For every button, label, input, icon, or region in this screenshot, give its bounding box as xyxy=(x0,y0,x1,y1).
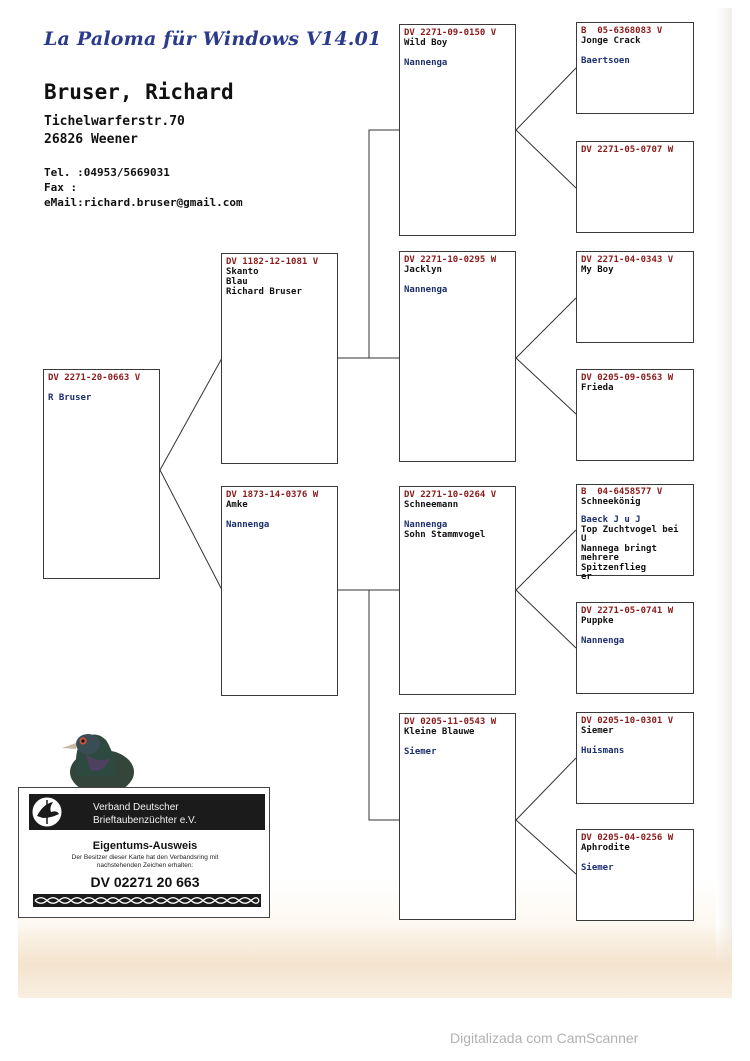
bird-name: Frieda xyxy=(581,383,614,393)
association-logo xyxy=(31,796,63,828)
great-grandparent-box: DV 0205-04-0256 W Aphrodite Siemer xyxy=(576,829,694,921)
card-header xyxy=(29,794,265,830)
owner-email: eMail:richard.bruser@gmail.com xyxy=(44,196,243,209)
ring-number: DV 2271-10-0295 W xyxy=(404,255,497,265)
great-grandparent-box: B 05-6368083 V Jonge Crack Baertsoen xyxy=(576,22,694,114)
ring-number: DV 0205-09-0563 W xyxy=(581,373,674,383)
association-line2: Brieftaubenzüchter e.V. xyxy=(93,815,197,826)
ring-number: DV 0205-04-0256 W xyxy=(581,833,674,843)
ring-number: DV 1182-12-1081 V xyxy=(226,257,319,267)
sire-box: DV 1182-12-1081 V Skanto Blau Richard Br… xyxy=(221,253,338,464)
breeder-name: Nannenga xyxy=(404,285,448,295)
bird-name: Schneekönig xyxy=(581,496,641,507)
bird-name: Jonge Crack xyxy=(581,36,641,46)
association-line1: Verband Deutscher xyxy=(93,802,179,813)
bird-name: Jacklyn xyxy=(404,265,442,275)
great-grandparent-box: B 04-6458577 V Schneekönig Baeck J u J T… xyxy=(576,484,694,582)
grandparent-box: DV 2271-10-0295 W Jacklyn Nannenga xyxy=(399,251,516,462)
great-grandparent-box: DV 0205-09-0563 W Frieda xyxy=(576,369,694,461)
bird-name: Kleine Blauwe xyxy=(404,727,475,737)
ring-number: DV 0205-11-0543 W xyxy=(404,717,497,727)
card-title: Eigentums-Ausweis xyxy=(92,840,198,852)
card-decorative-border xyxy=(33,894,261,907)
breeder-note: Top Zuchtvogel bei U Nannega bringt mehr… xyxy=(581,524,679,582)
ring-number: DV 2271-10-0264 V xyxy=(404,490,497,500)
ring-number: DV 2271-04-0343 V xyxy=(581,255,674,265)
breeder-name: Nannenga xyxy=(404,520,448,530)
ring-number: DV 1873-14-0376 W xyxy=(226,490,319,500)
bird-name: Puppke xyxy=(581,616,614,626)
pigeon-image xyxy=(62,734,134,790)
card-note: Der Besitzer dieser Karte hat den Verban… xyxy=(71,854,219,869)
ring-number: DV 2271-20-0663 V xyxy=(48,373,141,383)
breeder-name: R Bruser xyxy=(48,393,92,403)
association-name: Verband Deutscher Brieftaubenzüchter e.V… xyxy=(93,801,263,827)
grandparent-box: DV 2271-10-0264 V Schneemann Nannenga So… xyxy=(399,486,516,695)
bird-name: Amke xyxy=(226,500,248,510)
bird-name: Wild Boy xyxy=(404,38,448,48)
breeder-name: Nannenga xyxy=(581,636,625,646)
breeder-name: Nannenga xyxy=(404,58,448,68)
bird-name: Skanto Blau Richard Bruser xyxy=(226,267,302,297)
great-grandparent-box: DV 0205-10-0301 V Siemer Huismans xyxy=(576,712,694,804)
breeder-name: Siemer xyxy=(581,863,614,873)
scanner-watermark: Digitalizada com CamScanner xyxy=(450,1030,639,1046)
great-grandparent-box: DV 2271-04-0343 V My Boy xyxy=(576,251,694,343)
software-title: La Paloma für Windows V14.01 xyxy=(44,28,382,50)
ring-number: DV 0205-10-0301 V xyxy=(581,716,674,726)
bird-name: My Boy xyxy=(581,265,614,275)
grandparent-box: DV 0205-11-0543 W Kleine Blauwe Siemer xyxy=(399,713,516,920)
ownership-card: Verband Deutscher Brieftaubenzüchter e.V… xyxy=(18,787,270,918)
ring-number: DV 2271-09-0150 V xyxy=(404,28,497,38)
owner-name: Bruser, Richard xyxy=(44,80,234,104)
ring-number: B 04-6458577 V xyxy=(581,487,663,497)
breeder-name: Nannenga xyxy=(226,520,270,530)
subject-box: DV 2271-20-0663 V R Bruser xyxy=(43,369,160,579)
ring-number: DV 2271-05-0707 W xyxy=(581,145,674,155)
card-ring-number: DV 02271 20 663 xyxy=(90,874,200,890)
bird-name: Aphrodite xyxy=(581,843,630,853)
breeder-name: Baertsoen xyxy=(581,56,630,66)
breeder-name: Siemer xyxy=(404,747,437,757)
ring-number: DV 2271-05-0741 W xyxy=(581,606,674,616)
great-grandparent-box: DV 2271-05-0741 W Puppke Nannenga xyxy=(576,602,694,694)
bird-name: Siemer xyxy=(581,726,614,736)
dam-box: DV 1873-14-0376 W Amke Nannenga xyxy=(221,486,338,696)
great-grandparent-box: DV 2271-05-0707 W xyxy=(576,141,694,233)
owner-tel: Tel. :04953/5669031 xyxy=(44,166,170,179)
paper-tint xyxy=(18,925,732,998)
paper-edge xyxy=(716,8,732,998)
owner-fax: Fax : xyxy=(44,181,78,194)
owner-city: 26826 Weener xyxy=(44,132,138,147)
breeder-name: Huismans xyxy=(581,746,625,756)
grandparent-box: DV 2271-09-0150 V Wild Boy Nannenga xyxy=(399,24,516,236)
breeder-note: Sohn Stammvogel xyxy=(404,530,486,540)
ring-number: B 05-6368083 V xyxy=(581,26,663,36)
breeder-name: Baeck J u J xyxy=(581,515,641,525)
owner-street: Tichelwarferstr.70 xyxy=(44,114,185,129)
bird-name: Schneemann xyxy=(404,500,459,510)
